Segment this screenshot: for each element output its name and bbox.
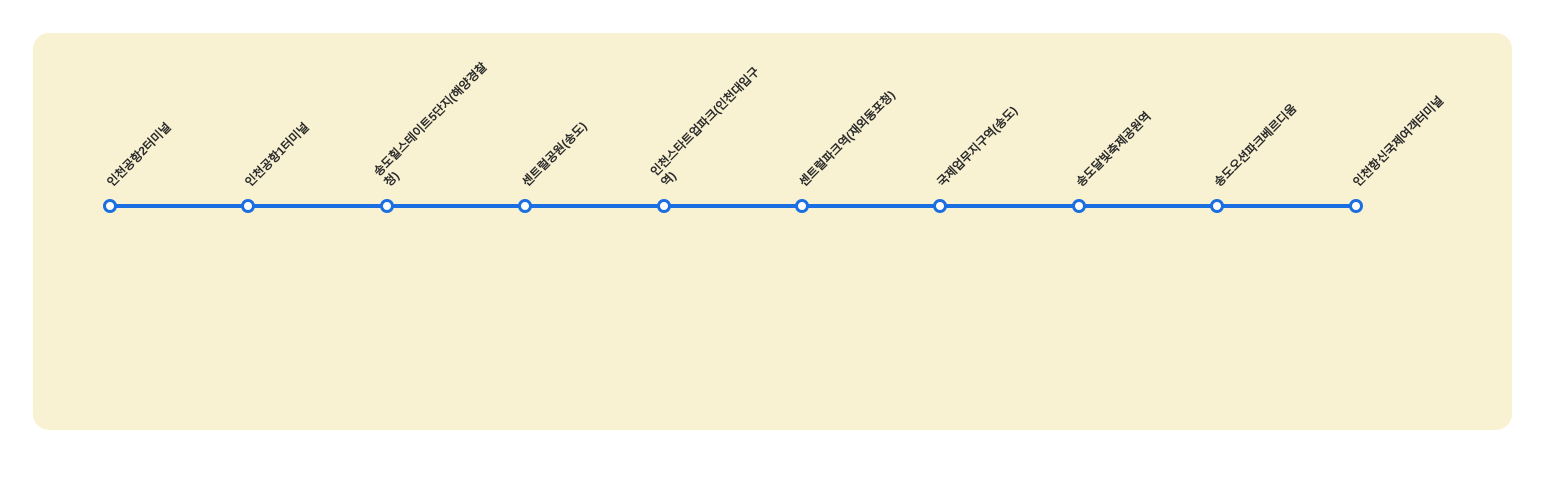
station-dot[interactable] (1071, 199, 1086, 213)
station-label: 국제업무지구역(송도) (934, 103, 1021, 190)
station-label: 송도달빛축제공원역 (1073, 109, 1154, 190)
station-label: 인천스타트업파크(인천대입구역) (647, 64, 762, 190)
station-dot[interactable] (1348, 199, 1363, 213)
station-dot[interactable] (241, 199, 256, 213)
station-label: 인천공항2터미널 (104, 120, 174, 190)
station-dot[interactable] (379, 199, 394, 213)
station-dot[interactable] (103, 199, 117, 213)
station-label: 인천공항1터미널 (242, 120, 313, 190)
station-label: 송도오션파크베르디움 (1211, 101, 1300, 190)
station-dot[interactable] (1210, 199, 1225, 213)
station-dot[interactable] (795, 199, 809, 213)
station-label: 인천항신국제여객터미널 (1349, 93, 1446, 190)
station-dot[interactable] (518, 199, 533, 213)
route-card: 인천공항2터미널 인천공항1터미널 송도힐스테이트5단지(해양경찰청) 센트럴공… (33, 33, 1512, 430)
station-label: 센트럴공원(송도) (519, 119, 590, 190)
station-label: 송도힐스테이트5단지(해양경찰청) (370, 59, 490, 190)
station-dot[interactable] (933, 199, 948, 213)
station-label: 센트럴파크역(재외동포청) (796, 87, 898, 190)
station-dot[interactable] (656, 199, 671, 213)
route-line (110, 204, 1356, 208)
